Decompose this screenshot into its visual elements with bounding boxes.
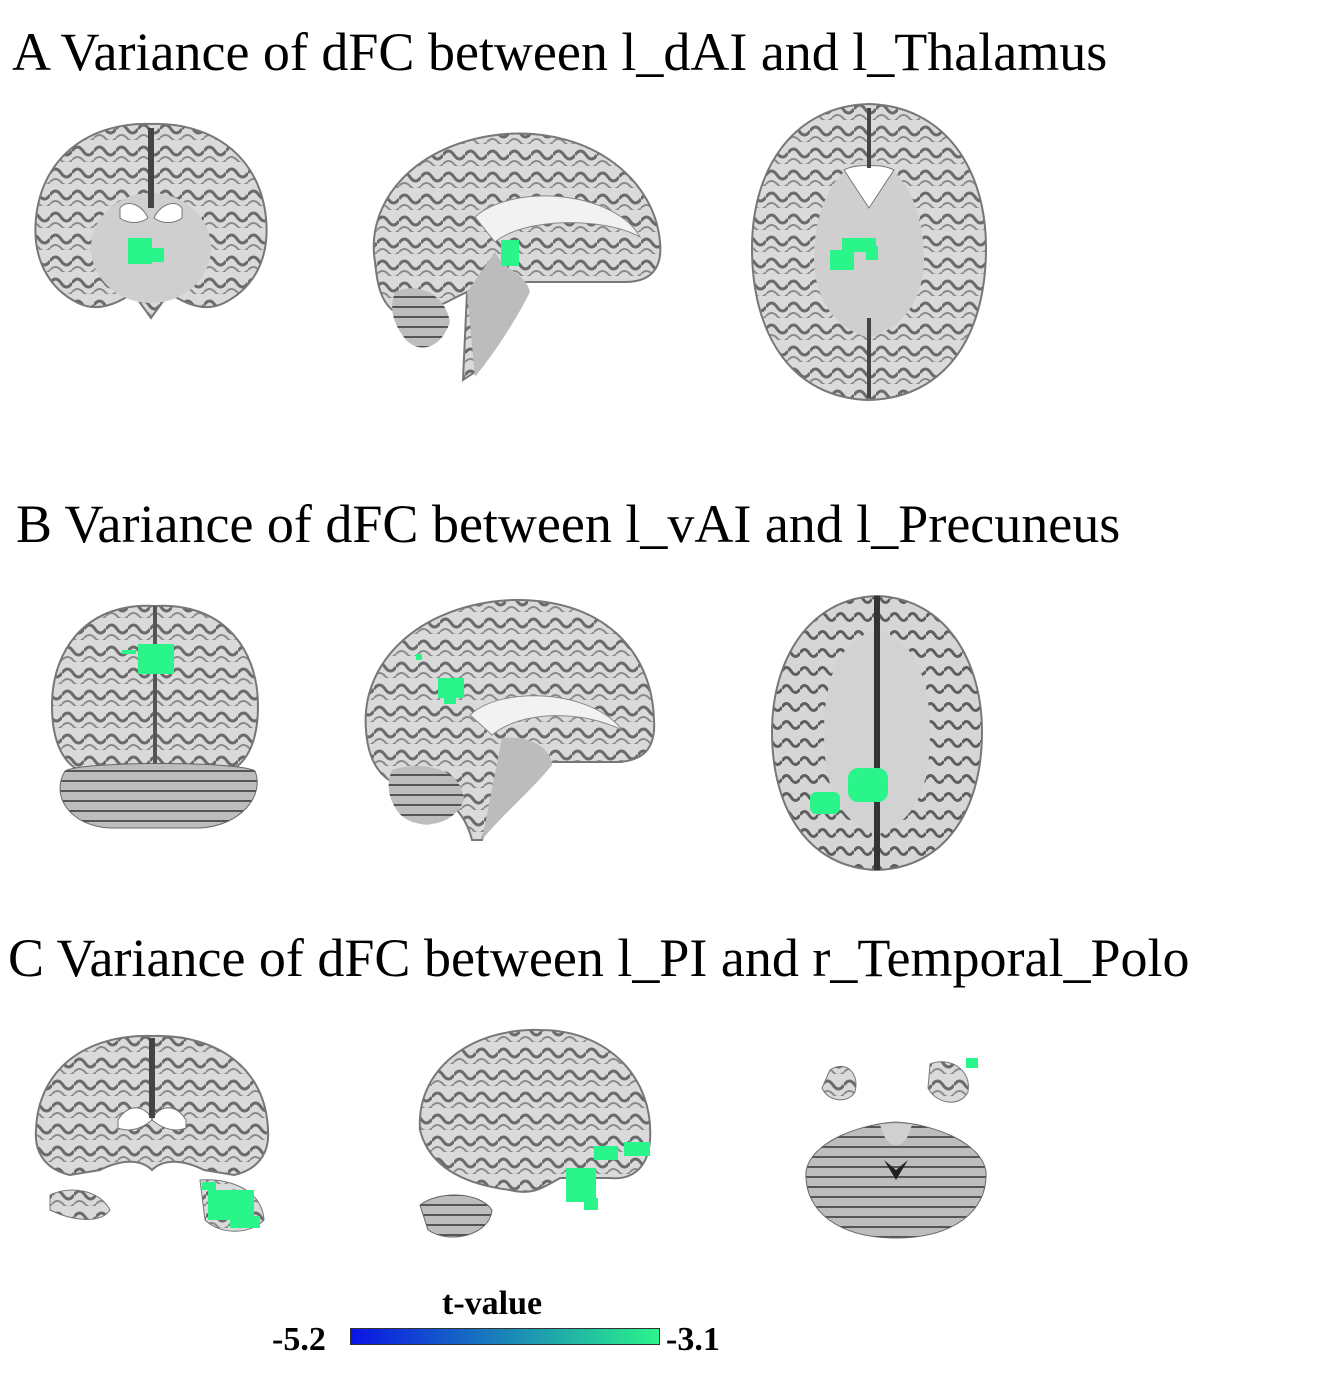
colorbar-gradient [350,1328,660,1345]
panel-b-title: B Variance of dFC between l_vAI and l_Pr… [16,494,1121,554]
colorbar: t-value -5.2 -3.1 [270,1285,750,1365]
axial-slice-c [805,1058,987,1239]
sagittal-slice-c [418,1028,652,1238]
coronal-slice-a [34,122,268,320]
sagittal-slice-b [364,598,656,841]
sagittal-slice-a [372,132,662,382]
activation-cluster [848,768,888,802]
colorbar-min-label: -5.2 [272,1321,326,1358]
panel-a-title: A Variance of dFC between l_dAI and l_Th… [12,22,1108,82]
activation-cluster [501,240,519,266]
activation-cluster [208,1190,254,1220]
activation-cluster [566,1168,596,1202]
axial-slice-a [750,102,988,402]
activation-cluster [438,678,464,698]
activation-cluster [966,1058,978,1068]
coronal-slice-c [34,1034,270,1232]
colorbar-title: t-value [442,1285,543,1322]
colorbar-max-label: -3.1 [666,1321,720,1358]
axial-slice-b [770,594,984,872]
coronal-slice-b [50,604,260,829]
activation-cluster [138,644,174,674]
panel-c-title: C Variance of dFC between l_PI and r_Tem… [8,928,1190,988]
